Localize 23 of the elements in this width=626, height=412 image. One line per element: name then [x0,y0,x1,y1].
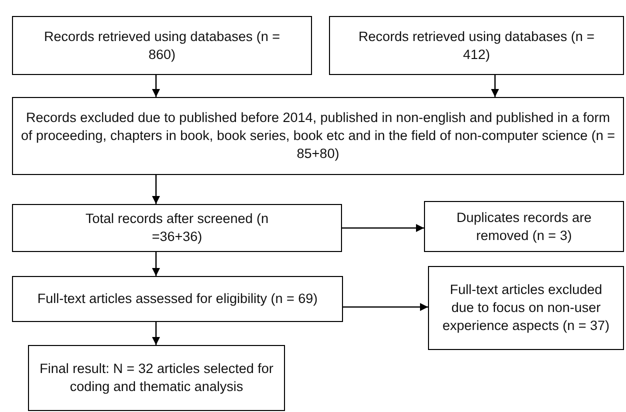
arrow [491,75,499,97]
arrow [152,175,160,204]
box-text: Records retrieved using databases (n = 412) [357,28,596,64]
box-text: Full-text articles assessed for eligibility (n = 69) [37,290,318,308]
arrow [342,224,424,232]
process-box [12,276,343,322]
arrow [152,322,160,345]
process-box [424,201,624,252]
process-box [428,266,624,350]
box-text: Records excluded due to published before 2014, published in non-english and published in a form of proceeding, chapters in book, book series, book etc and in the field of non-computer science (n = 85+80) [21,109,615,163]
box-text: Records retrieved using databases (n = 860) [42,28,281,64]
arrow [152,75,160,97]
arrow [152,252,160,276]
process-box [12,204,342,252]
arrow [343,303,428,311]
box-text: Full-text articles excluded due to focus on non-user experience aspects (n = 37) [442,281,610,335]
process-box [28,345,285,411]
process-box [329,16,624,75]
box-text: Final result: N = 32 articles selected for coding and thematic analysis [38,360,274,396]
box-text: Total records after screened (n =36+36) [84,210,270,246]
process-box [12,97,624,175]
box-text: Duplicates records are removed (n = 3) [455,208,593,244]
process-box [12,16,312,75]
